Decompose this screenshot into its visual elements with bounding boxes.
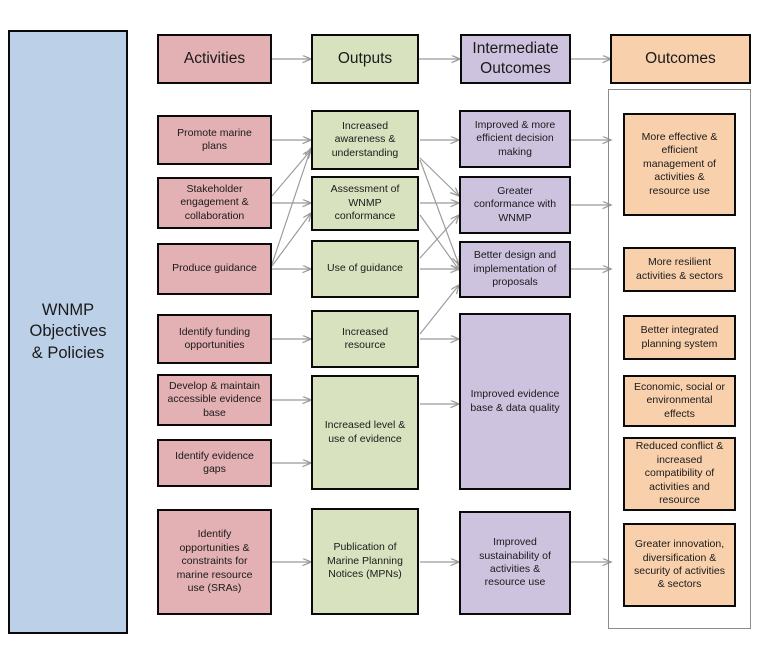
- output-use-of-guidance[interactable]: Use of guidance: [311, 240, 419, 298]
- edge-guidance-to-conformance: [271, 213, 311, 267]
- intermediate-better-design-implementation[interactable]: Better design and implementation of prop…: [459, 241, 571, 298]
- header-outputs[interactable]: Outputs: [311, 34, 419, 84]
- activity-identify-funding-opportunities[interactable]: Identify funding opportunities: [157, 314, 272, 364]
- edge-awareness-to-conformance: [419, 157, 459, 196]
- output-increased-awareness-understanding[interactable]: Increased awareness & understanding: [311, 110, 419, 170]
- intermediate-improved-sustainability[interactable]: Improved sustainability of activities & …: [459, 511, 571, 615]
- activity-identify-opportunities-constraints-sras[interactable]: Identify opportunities & constraints for…: [157, 509, 272, 615]
- outcome-more-resilient-activities-sectors[interactable]: More resilient activities & sectors: [623, 247, 736, 292]
- output-publication-marine-planning-notices[interactable]: Publication of Marine Planning Notices (…: [311, 508, 419, 615]
- header-intermediate-outcomes[interactable]: Intermediate Outcomes: [460, 34, 571, 84]
- outcome-greater-innovation-diversification[interactable]: Greater innovation, diversification & se…: [623, 523, 736, 607]
- outcomes-group-frame: [608, 89, 751, 629]
- output-assessment-wnmp-conformance[interactable]: Assessment of WNMP conformance: [311, 176, 419, 231]
- edge-useofguidance-to-greaterconf: [419, 215, 459, 259]
- intermediate-improved-efficient-decision-making[interactable]: Improved & more efficient decision makin…: [459, 110, 571, 168]
- outcome-reduced-conflict-increased-compatibility[interactable]: Reduced conflict & increased compatibili…: [623, 437, 736, 511]
- outcome-better-integrated-planning-system[interactable]: Better integrated planning system: [623, 315, 736, 360]
- activity-develop-maintain-evidence-base[interactable]: Develop & maintain accessible evidence b…: [157, 374, 272, 426]
- output-increased-resource[interactable]: Increased resource: [311, 310, 419, 368]
- outcome-economic-social-environmental-effects[interactable]: Economic, social or environmental effect…: [623, 375, 736, 427]
- output-increased-level-use-of-evidence[interactable]: Increased level & use of evidence: [311, 375, 419, 490]
- header-activities[interactable]: Activities: [157, 34, 272, 84]
- intermediate-greater-conformance-wnmp[interactable]: Greater conformance with WNMP: [459, 176, 571, 234]
- activity-identify-evidence-gaps[interactable]: Identify evidence gaps: [157, 439, 272, 487]
- edge-guidance-to-awareness: [271, 148, 311, 265]
- activity-produce-guidance[interactable]: Produce guidance: [157, 243, 272, 295]
- activity-promote-marine-plans[interactable]: Promote marine plans: [157, 115, 272, 165]
- header-outcomes[interactable]: Outcomes: [610, 34, 751, 84]
- edge-stakeholder-to-awareness: [271, 150, 311, 197]
- outcome-more-effective-efficient-management[interactable]: More effective & efficient management of…: [623, 113, 736, 216]
- edge-increasedresource-to-betterdesign: [419, 285, 459, 335]
- activity-stakeholder-engagement[interactable]: Stakeholder engagement & collaboration: [157, 177, 272, 229]
- intermediate-improved-evidence-base-data-quality[interactable]: Improved evidence base & data quality: [459, 313, 571, 490]
- edge-awareness-to-betterdesign: [419, 159, 459, 265]
- wnmp-objectives-policies-box[interactable]: WNMP Objectives & Policies: [8, 30, 128, 634]
- edge-assessmentconf-to-betterdesign: [419, 214, 459, 270]
